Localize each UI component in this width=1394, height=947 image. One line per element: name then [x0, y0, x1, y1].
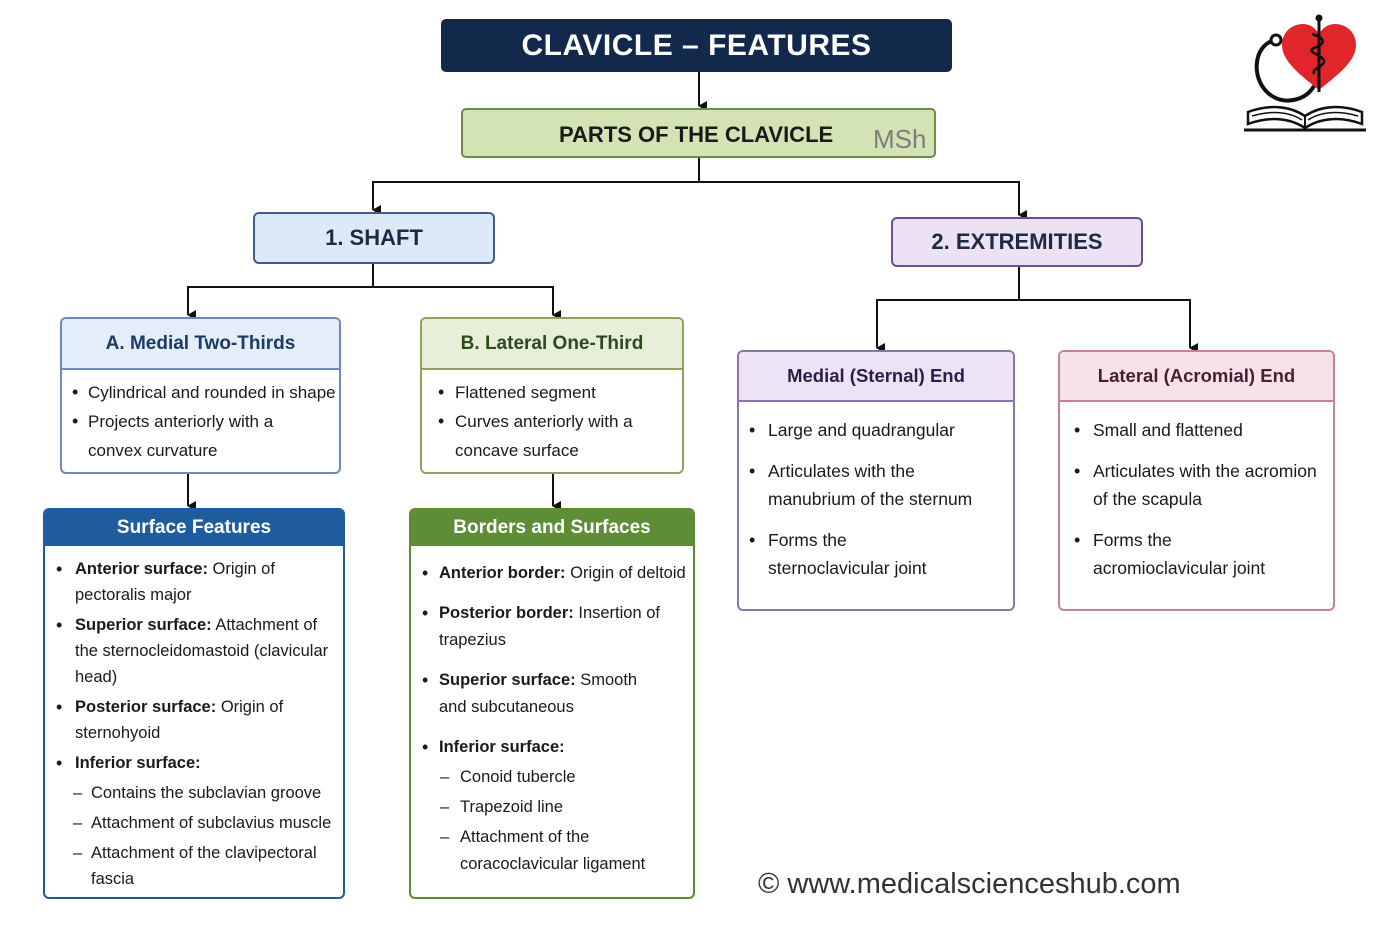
bullet-list: Anterior border: Origin of deltoid Poste…	[411, 546, 693, 878]
description: Origin of sternohyoid	[75, 698, 284, 742]
sub-item: Attachment of subclavius muscle	[73, 810, 343, 836]
shaft-node: 1. SHAFT	[253, 212, 495, 264]
list-item: Posterior border: Insertion of trapezius	[422, 600, 674, 654]
term: Posterior border:	[439, 604, 574, 622]
list-item: Articulates with the acromion of the sca…	[1074, 457, 1318, 513]
list-item: Flattened segment	[438, 378, 682, 407]
list-item: Small and flattened	[1074, 416, 1333, 444]
term: Inferior surface:	[439, 738, 565, 756]
medial-two-thirds-card: A. Medial Two-Thirds Cylindrical and rou…	[60, 317, 341, 474]
term: Anterior border:	[439, 564, 566, 582]
list-item: Projects anteriorly with a convex curvat…	[72, 407, 298, 465]
description: Origin of deltoid	[570, 564, 686, 582]
description: Insertion of trapezius	[439, 604, 661, 649]
page-title: CLAVICLE – FEATURES	[441, 19, 952, 72]
sub-item: Conoid tubercle	[439, 764, 693, 791]
list-item: Superior surface: Smooth and subcutaneou…	[422, 667, 654, 721]
card-title: Surface Features	[45, 510, 343, 546]
lateral-acromial-end-card: Lateral (Acromial) End Small and flatten…	[1058, 350, 1335, 611]
list-item: Superior surface: Attachment of the ster…	[56, 612, 340, 690]
list-item: Forms the acromioclavicular joint	[1074, 526, 1298, 582]
list-item: Forms the sternoclavicular joint	[749, 526, 968, 582]
card-title: Lateral (Acromial) End	[1060, 352, 1333, 402]
list-item: Curves anteriorly with a concave surface	[438, 407, 660, 465]
card-title: B. Lateral One-Third	[422, 319, 682, 370]
card-title: Borders and Surfaces	[411, 510, 693, 546]
description: Attachment of the sternocleidomastoid (c…	[75, 616, 329, 686]
list-item: Inferior surface: Contains the subclavia…	[56, 750, 343, 892]
term: Superior surface:	[75, 616, 212, 634]
list-item: Large and quadrangular	[749, 416, 1013, 444]
bullet-list: Anterior surface: Origin of pectoralis m…	[45, 546, 343, 892]
borders-surfaces-card: Borders and Surfaces Anterior border: Or…	[409, 508, 695, 899]
copyright-text: © www.medicalscienceshub.com	[758, 868, 1181, 900]
bullet-list: Flattened segment Curves anteriorly with…	[422, 370, 682, 465]
sub-item: Attachment of the coracoclavicular ligam…	[439, 824, 675, 878]
surface-features-card: Surface Features Anterior surface: Origi…	[43, 508, 345, 899]
bullet-list: Large and quadrangular Articulates with …	[739, 402, 1013, 582]
watermark-text: MSh	[873, 124, 927, 154]
card-title: A. Medial Two-Thirds	[62, 319, 339, 370]
list-item: Anterior surface: Origin of pectoralis m…	[56, 556, 305, 608]
sub-item: Attachment of the clavipectoral fascia	[73, 840, 341, 892]
medial-sternal-end-card: Medial (Sternal) End Large and quadrangu…	[737, 350, 1015, 611]
bullet-list: Small and flattened Articulates with the…	[1060, 402, 1333, 582]
term: Anterior surface:	[75, 560, 208, 578]
list-item: Articulates with the manubrium of the st…	[749, 457, 1003, 513]
description: Origin of pectoralis major	[75, 560, 275, 604]
term: Posterior surface:	[75, 698, 217, 716]
bullet-list: Cylindrical and rounded in shape Project…	[62, 370, 339, 465]
card-title: Medial (Sternal) End	[739, 352, 1013, 402]
lateral-one-third-card: B. Lateral One-Third Flattened segment C…	[420, 317, 684, 474]
list-item: Anterior border: Origin of deltoid	[422, 560, 693, 587]
extremities-node: 2. EXTREMITIES	[891, 217, 1143, 267]
description: Smooth and subcutaneous	[439, 671, 638, 716]
heart-caduceus-book-logo-icon	[1244, 14, 1366, 132]
sub-item: Trapezoid line	[439, 794, 693, 821]
parts-label: PARTS OF THE CLAVICLE	[559, 122, 834, 147]
list-item: Inferior surface: Conoid tubercle Trapez…	[422, 734, 693, 878]
list-item: Cylindrical and rounded in shape	[72, 378, 339, 407]
sub-item: Contains the subclavian groove	[73, 780, 343, 806]
term: Inferior surface:	[75, 754, 201, 772]
list-item: Posterior surface: Origin of sternohyoid	[56, 694, 305, 746]
parts-of-clavicle-node: PARTS OF THE CLAVICLE MSh	[461, 108, 936, 158]
term: Superior surface:	[439, 671, 576, 689]
